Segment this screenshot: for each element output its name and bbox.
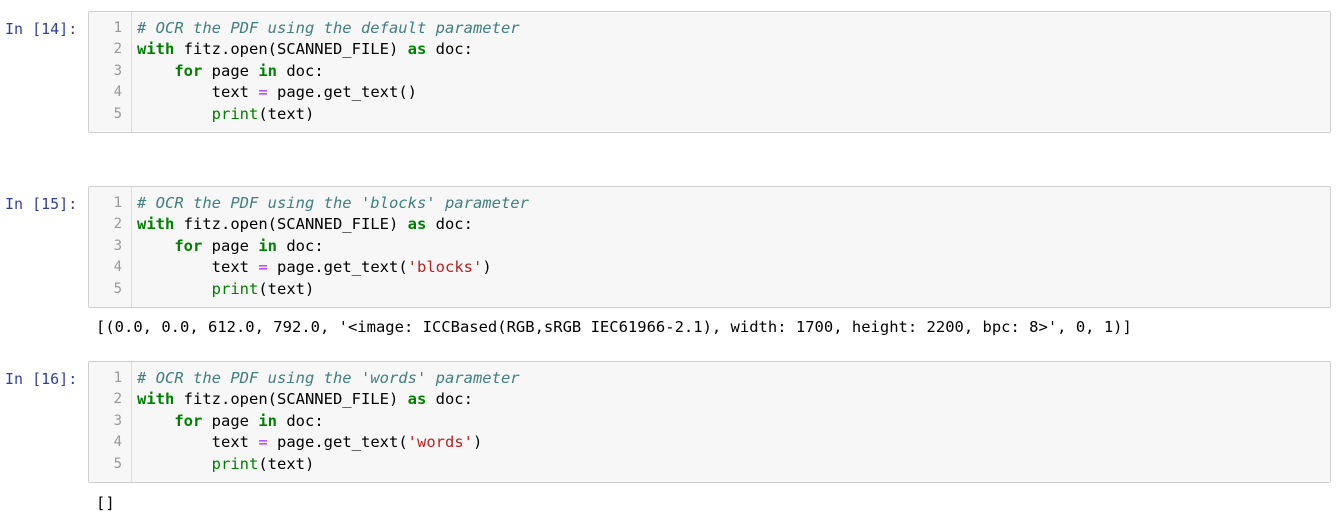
line-number-gutter bbox=[89, 12, 132, 132]
code-line: 4 text = page.get_text('blocks') bbox=[113, 258, 492, 277]
code-line: 5 print(text) bbox=[113, 279, 315, 298]
code-line: 1# OCR the PDF using the default paramet… bbox=[113, 19, 520, 37]
code-editor[interactable]: 1# OCR the PDF using the 'blocks' parame… bbox=[88, 186, 1331, 308]
code-line: 1# OCR the PDF using the 'blocks' parame… bbox=[113, 194, 529, 212]
code-line: 3 for page in doc: bbox=[113, 236, 324, 255]
code-line: 4 text = page.get_text('words') bbox=[113, 433, 483, 452]
code-line: 3 for page in doc: bbox=[113, 61, 324, 80]
line-number-gutter bbox=[89, 187, 132, 307]
cell-output: [(0.0, 0.0, 612.0, 792.0, '<image: ICCBa… bbox=[96, 318, 1132, 336]
line-number-gutter bbox=[89, 362, 132, 482]
cell-output: [] bbox=[96, 494, 115, 512]
code-line: 4 text = page.get_text() bbox=[113, 83, 417, 102]
code-editor[interactable]: 1# OCR the PDF using the 'words' paramet… bbox=[88, 361, 1331, 483]
code-line: 3 for page in doc: bbox=[113, 411, 324, 430]
cell-prompt: In [14]: bbox=[5, 20, 78, 38]
cell-prompt: In [15]: bbox=[5, 195, 78, 213]
code-line: 5 print(text) bbox=[113, 454, 315, 473]
code-line: 1# OCR the PDF using the 'words' paramet… bbox=[113, 369, 520, 387]
code-line: 5 print(text) bbox=[113, 104, 315, 123]
cell-prompt: In [16]: bbox=[5, 370, 78, 388]
code-editor[interactable]: 1# OCR the PDF using the default paramet… bbox=[88, 11, 1331, 133]
